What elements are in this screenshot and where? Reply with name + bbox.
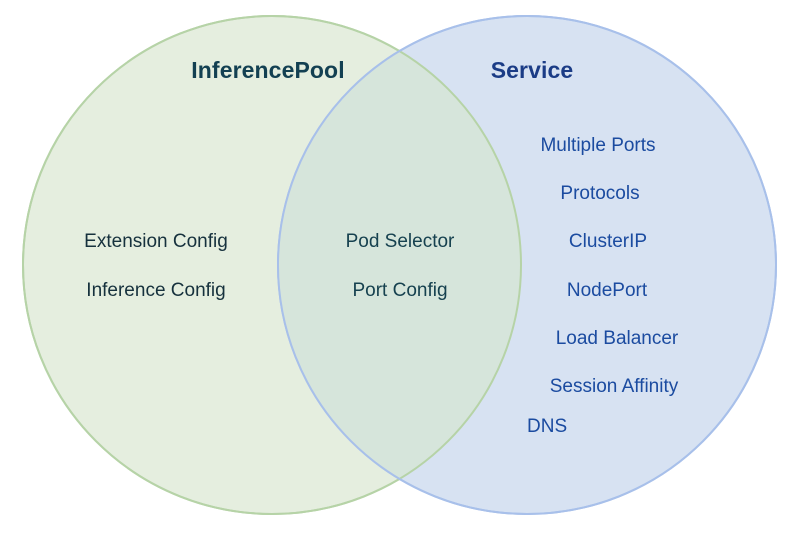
- left-circle-outline: [22, 15, 522, 515]
- left-set-item-extension-config: Extension Config: [84, 231, 228, 252]
- right-circle-outline: [277, 15, 777, 515]
- right-set-item-protocols: Protocols: [560, 183, 640, 204]
- right-set-item-multiple-ports: Multiple Ports: [540, 135, 656, 156]
- right-set-item-session-affinity: Session Affinity: [549, 376, 679, 397]
- right-set-item-clusterip: ClusterIP: [568, 231, 648, 252]
- intersection-item-port-config: Port Config: [352, 280, 448, 301]
- left-set-title: InferencePool: [191, 57, 345, 83]
- right-set-item-load-balancer: Load Balancer: [555, 328, 679, 349]
- right-set-title: Service: [490, 57, 574, 83]
- left-set-item-inference-config: Inference Config: [86, 280, 226, 301]
- intersection-item-pod-selector: Pod Selector: [345, 231, 455, 252]
- right-set-item-nodeport: NodePort: [566, 280, 648, 301]
- intersection-region: [278, 16, 521, 514]
- right-set-item-dns: DNS: [527, 416, 568, 437]
